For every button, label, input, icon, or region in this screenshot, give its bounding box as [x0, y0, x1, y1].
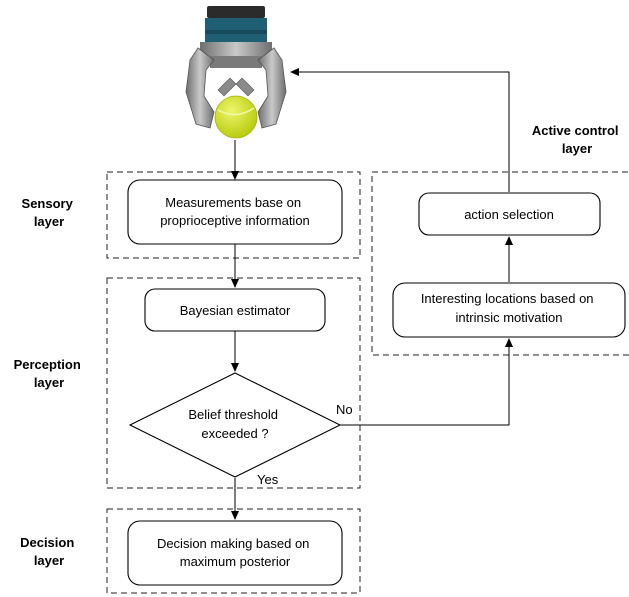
svg-text:Decision making based on: Decision making based on maximum posteri…	[157, 536, 313, 569]
yes-edge-label: Yes	[257, 472, 279, 487]
active-control-layer-label: Active control layer	[532, 123, 622, 156]
no-edge-label: No	[336, 402, 353, 417]
svg-text:Interesting locations based on: Interesting locations based on intrinsic…	[421, 291, 597, 325]
decision-layer-region	[106, 508, 361, 594]
svg-text:Belief threshold exceede: Belief threshold exceeded ?	[188, 407, 281, 441]
action-selection-node: action selection	[418, 192, 601, 236]
decision-layer-label: Decision layer	[20, 535, 78, 568]
svg-text:action selection: action selection	[464, 207, 554, 222]
svg-text:Measurements base on pro: Measurements base on proprioceptive info…	[160, 195, 310, 228]
perception-layer-region	[106, 277, 361, 489]
sensory-layer-region	[106, 171, 361, 259]
active-control-layer-region	[371, 171, 629, 356]
svg-text:Bayesian estimator: Bayesian estimator	[180, 303, 291, 318]
belief-no-arrow	[340, 338, 513, 426]
robot-gripper-illustration	[185, 6, 287, 139]
action-to-gripper-arrow	[290, 68, 510, 192]
sensory-layer-label: Sensory layer	[22, 196, 77, 229]
perception-layer-label: Perception layer	[14, 357, 85, 390]
decision-making-node: Decision making based on maximum posteri…	[127, 520, 343, 586]
measurements-node: Measurements base on proprioceptive info…	[127, 179, 343, 245]
interesting-locations-node: Interesting locations based on intrinsic…	[392, 282, 626, 338]
bayesian-estimator-node: Bayesian estimator	[144, 288, 326, 332]
belief-threshold-decision-node: Belief threshold exceeded ?	[128, 372, 342, 478]
